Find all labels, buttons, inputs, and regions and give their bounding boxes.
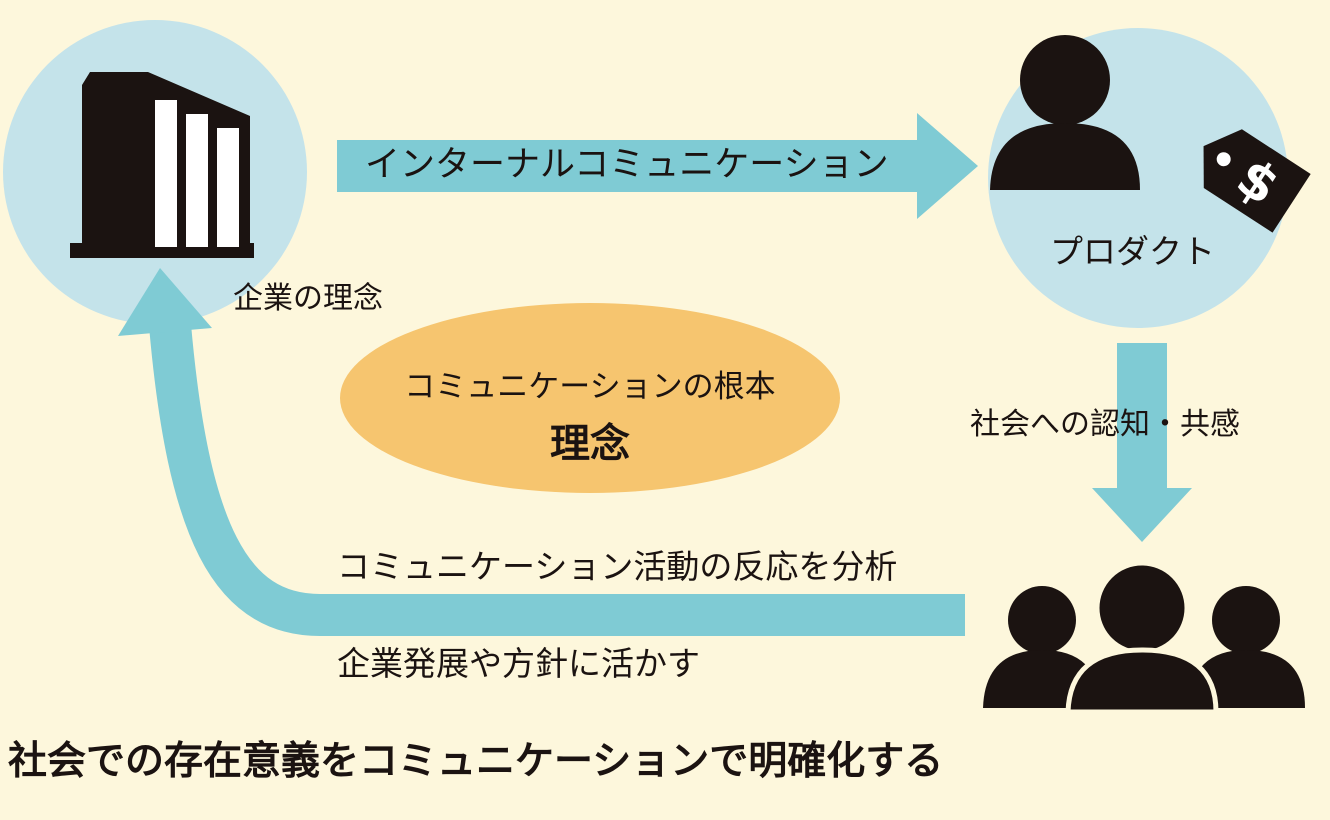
internal-communication-arrow [337,113,978,219]
recognition-arrow [1092,343,1192,542]
company-label: 企業の理念 [233,281,383,316]
core-concept: コミュニケーションの根本 理念 [340,303,840,493]
core-subtitle: コミュニケーションの根本 [404,369,776,405]
price-tag-icon: $ [1203,129,1311,233]
footer-caption: 社会での存在意義をコミュニケーションで明確化する [8,739,944,784]
group-of-people-icon [983,560,1305,715]
feedback-arrow [118,268,965,636]
internal-communication-label: インターナルコミュニケーション [365,145,889,185]
feedback-label-top: コミュニケーション活動の反応を分析 [337,547,898,586]
product-label: プロダクト [1050,232,1215,271]
building-icon [70,72,254,258]
core-title: 理念 [550,421,630,467]
core-ellipse [340,303,840,493]
feedback-label-bottom: 企業発展や方針に活かす [337,644,700,683]
recognition-label: 社会への認知・共感 [970,407,1240,442]
person-icon [990,35,1140,190]
